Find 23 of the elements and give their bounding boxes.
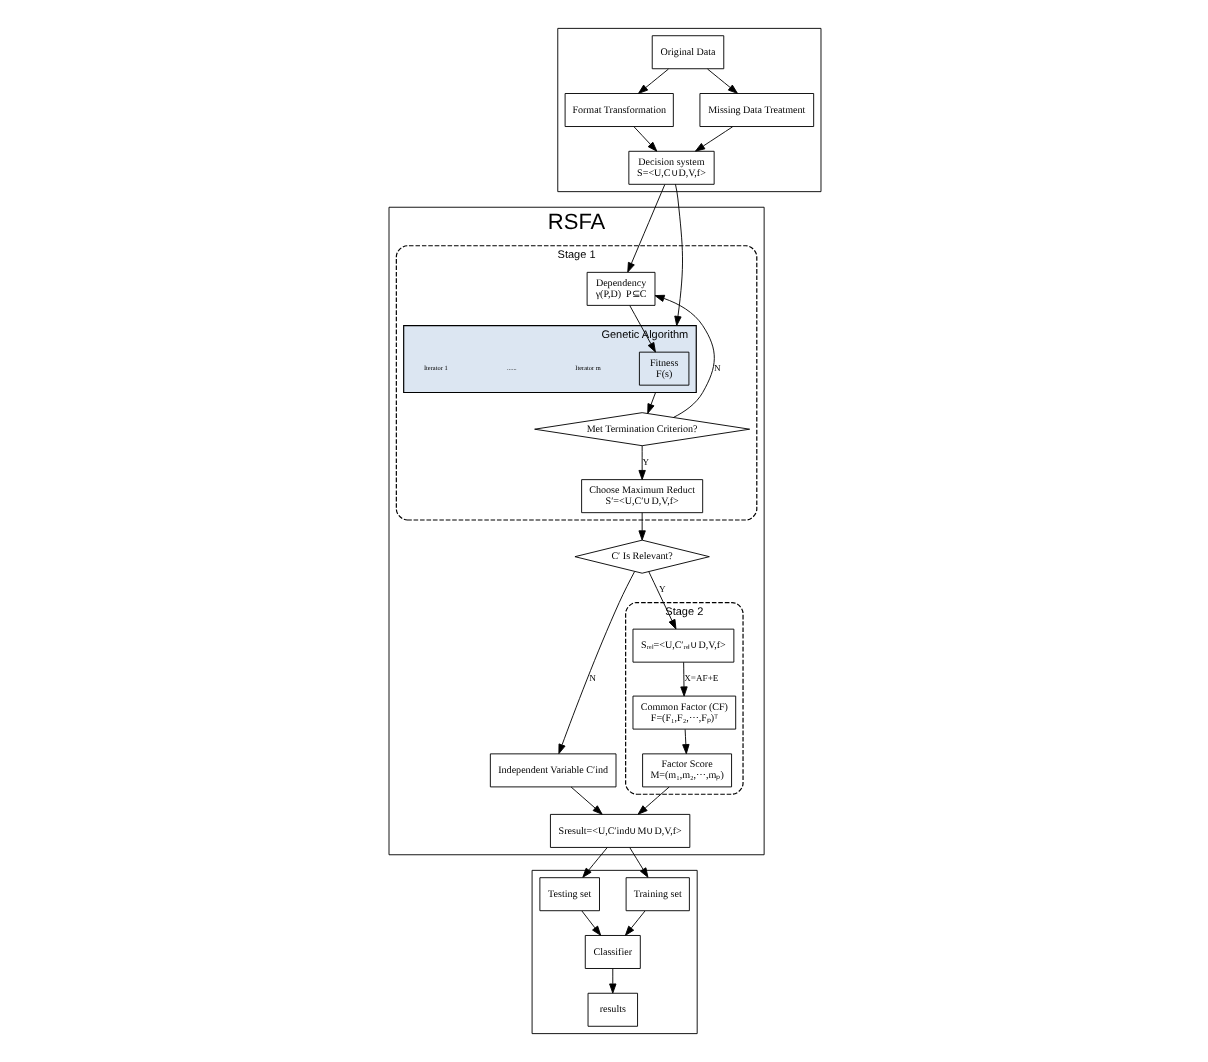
arrow	[673, 183, 682, 326]
arrow	[557, 571, 635, 755]
arrow	[569, 786, 602, 815]
arrow	[681, 728, 689, 755]
arrow	[637, 68, 668, 94]
cluster	[556, 27, 821, 193]
arrow	[636, 786, 669, 815]
arrow	[580, 910, 601, 936]
arrow	[628, 305, 655, 353]
arrow	[632, 126, 657, 152]
arrow	[581, 847, 607, 878]
arrow	[626, 184, 665, 273]
arrow	[647, 571, 676, 630]
arrow	[637, 445, 645, 481]
arrow	[628, 847, 648, 878]
arrow	[608, 968, 616, 994]
arrow	[646, 392, 655, 414]
arrow	[706, 68, 737, 94]
arrow	[679, 661, 687, 697]
arrow	[637, 512, 645, 541]
arrow	[694, 126, 733, 152]
arrow	[623, 910, 645, 936]
arrow	[653, 294, 714, 418]
